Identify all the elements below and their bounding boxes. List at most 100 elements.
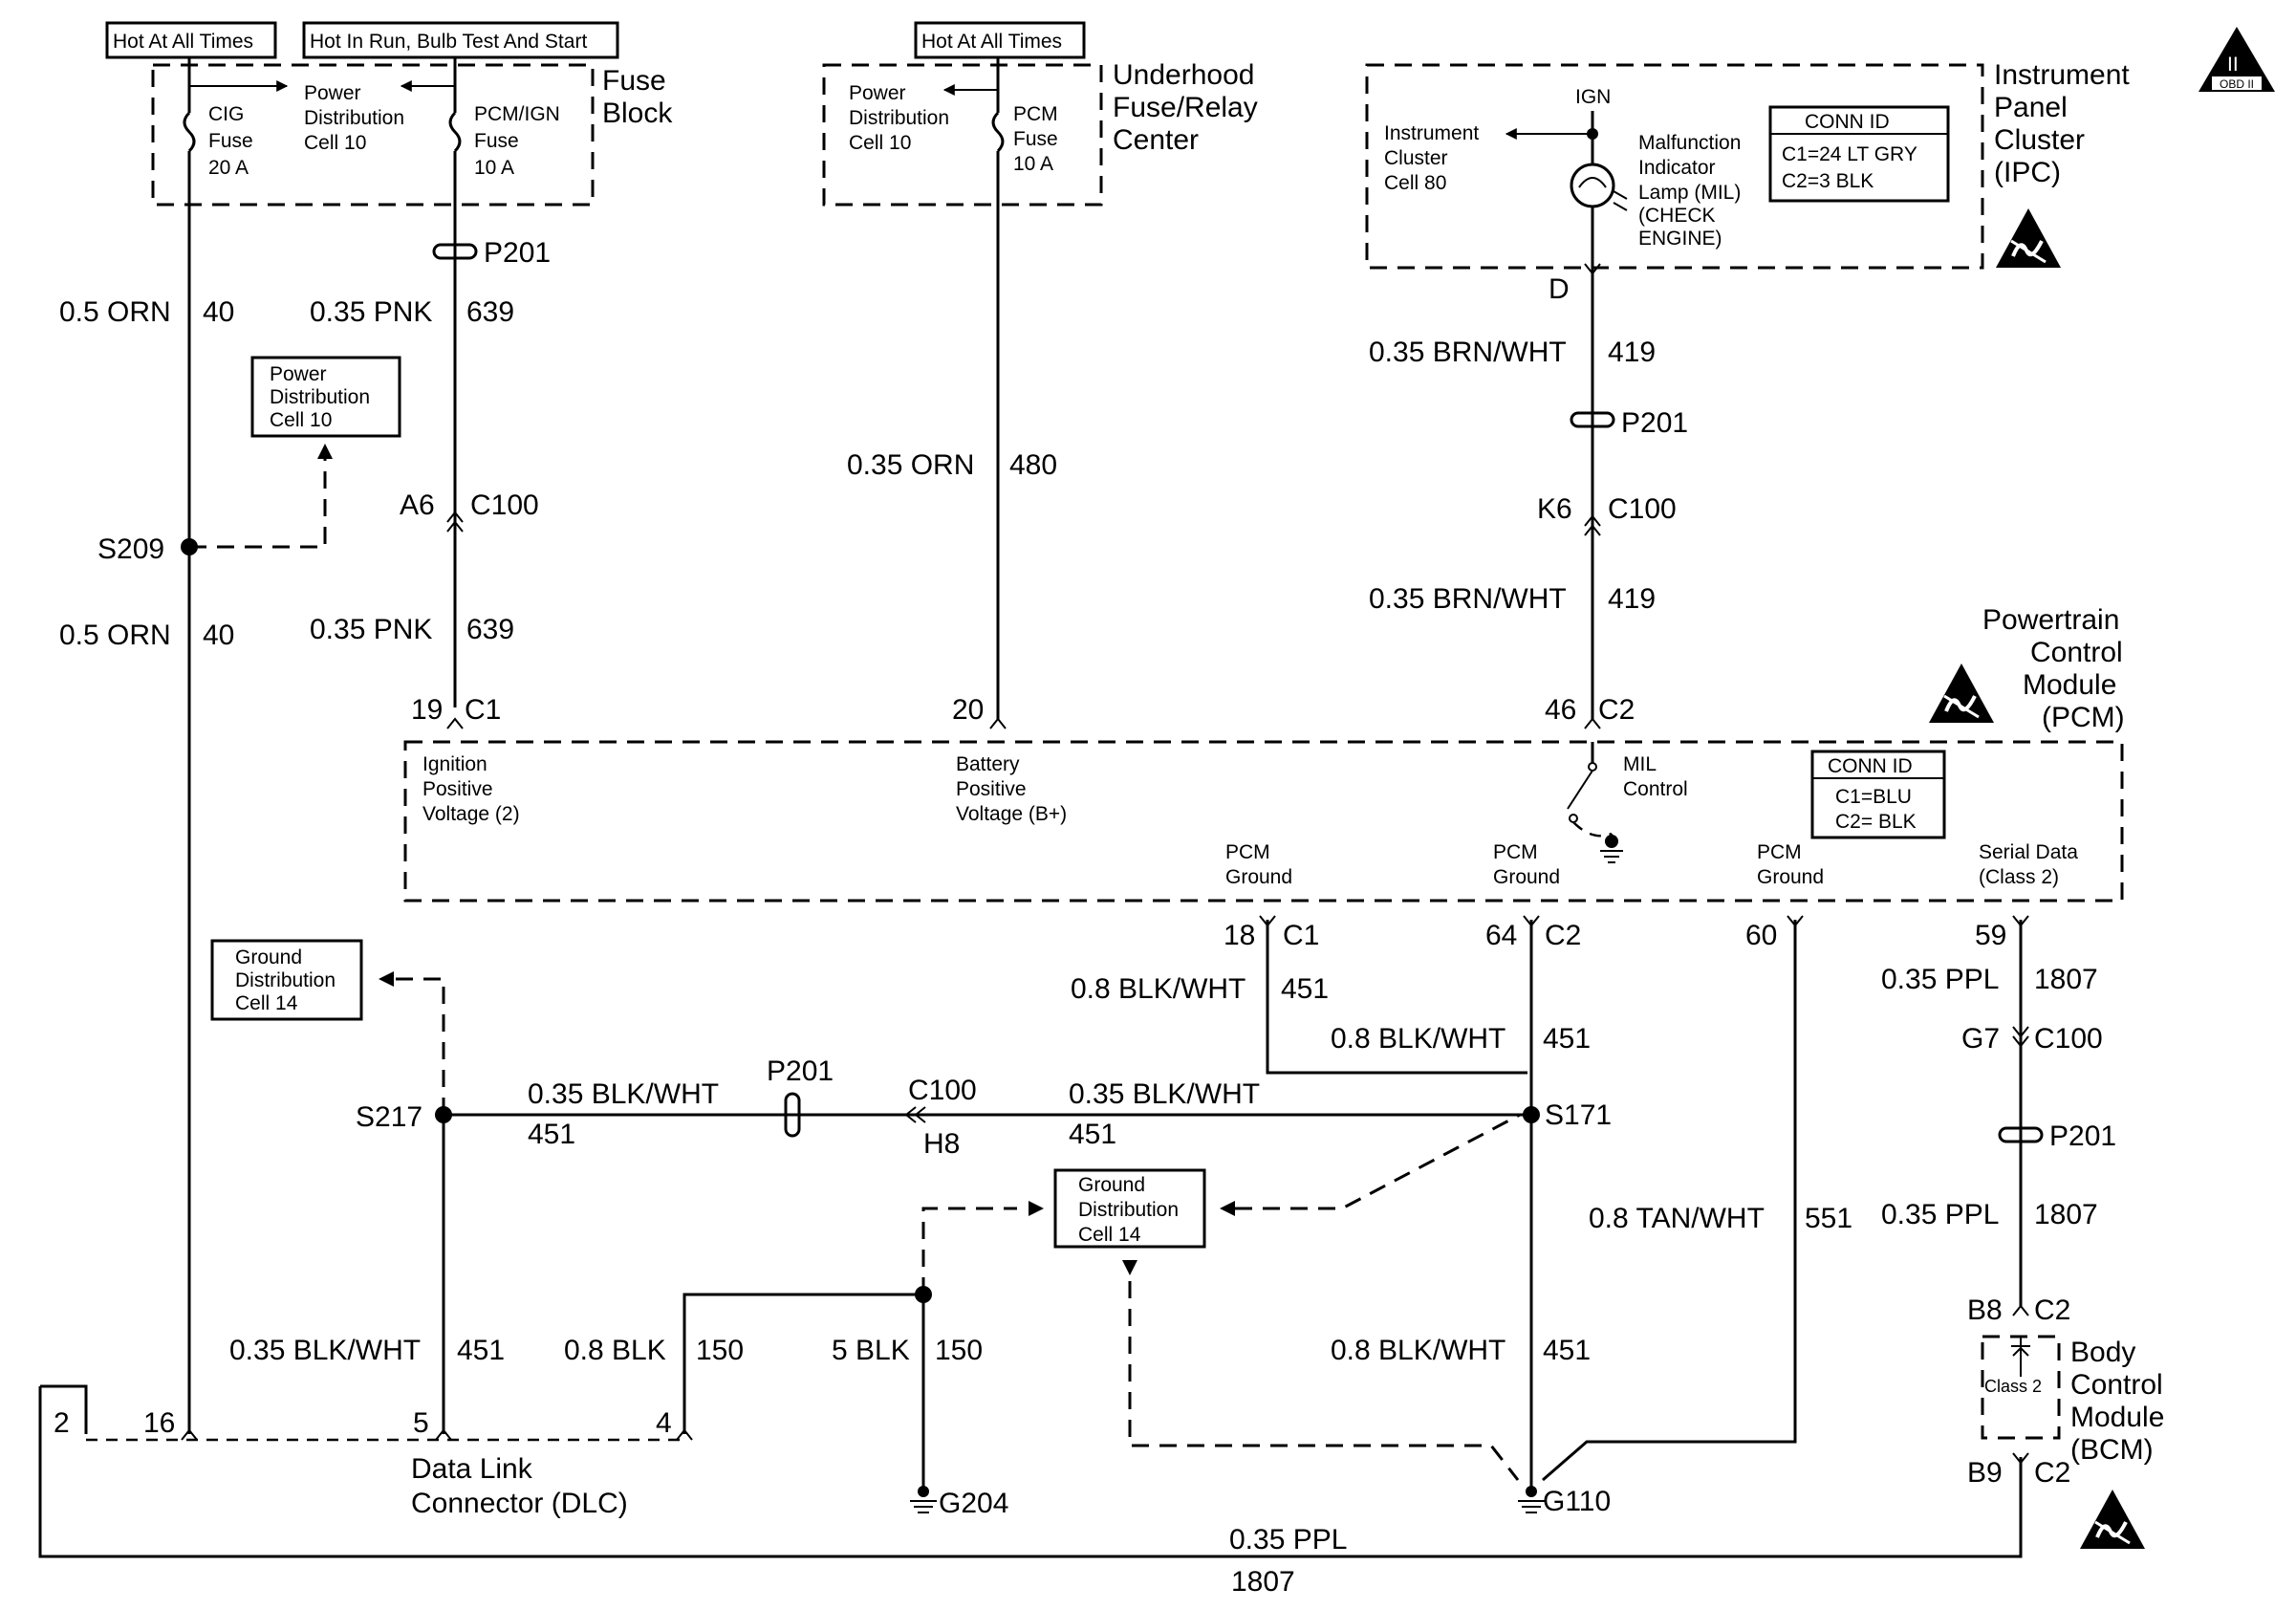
svg-text:Power: Power — [304, 82, 361, 104]
svg-text:CIG: CIG — [208, 103, 244, 125]
svg-text:Control: Control — [2070, 1369, 2163, 1401]
svg-text:20 A: 20 A — [208, 157, 249, 179]
svg-text:Ground: Ground — [235, 946, 302, 968]
svg-text:C100: C100 — [908, 1075, 977, 1106]
svg-text:Instrument: Instrument — [1384, 122, 1479, 144]
svg-text:(CHECK: (CHECK — [1638, 205, 1716, 227]
svg-text:S217: S217 — [356, 1101, 422, 1133]
svg-text:0.5 ORN: 0.5 ORN — [59, 296, 171, 328]
svg-text:C2=3 BLK: C2=3 BLK — [1782, 170, 1874, 192]
header-hot-all-times-2: Hot At All Times — [914, 21, 1086, 59]
svg-text:451: 451 — [1281, 973, 1329, 1005]
svg-text:16: 16 — [143, 1407, 175, 1439]
svg-text:0.35 BLK/WHT: 0.35 BLK/WHT — [229, 1335, 421, 1366]
svg-text:C100: C100 — [470, 490, 539, 521]
svg-text:451: 451 — [1543, 1023, 1591, 1055]
ground-g110-icon — [1518, 1486, 1545, 1513]
mil-control-switch-icon — [1567, 742, 1623, 863]
ground-distribution-box-2: Ground Distribution Cell 14 — [1053, 1113, 1521, 1481]
svg-text:Cell 10: Cell 10 — [270, 409, 332, 431]
svg-text:CONN ID: CONN ID — [1805, 111, 1890, 133]
svg-text:Hot At All Times: Hot At All Times — [113, 31, 253, 53]
svg-text:ENGINE): ENGINE) — [1638, 228, 1722, 250]
svg-text:Data Link: Data Link — [411, 1453, 533, 1485]
svg-text:Class 2: Class 2 — [1984, 1377, 2042, 1396]
svg-text:10 A: 10 A — [474, 157, 514, 179]
svg-text:Module: Module — [2070, 1402, 2164, 1433]
svg-text:A6: A6 — [400, 490, 435, 521]
svg-text:Distribution: Distribution — [1078, 1199, 1179, 1221]
svg-text:Fuse/Relay: Fuse/Relay — [1113, 92, 1258, 123]
svg-text:Voltage (B+): Voltage (B+) — [956, 803, 1067, 825]
cig-fuse-icon — [183, 111, 196, 153]
svg-text:0.35 PNK: 0.35 PNK — [310, 614, 432, 645]
svg-text:0.35 BLK/WHT: 0.35 BLK/WHT — [528, 1078, 719, 1110]
svg-text:Malfunction: Malfunction — [1638, 132, 1741, 154]
svg-text:40: 40 — [203, 620, 234, 651]
svg-text:PCM: PCM — [1013, 103, 1058, 125]
svg-text:451: 451 — [457, 1335, 505, 1366]
svg-text:46: 46 — [1545, 694, 1576, 726]
svg-text:40: 40 — [203, 296, 234, 328]
svg-text:Ground: Ground — [1078, 1174, 1145, 1196]
svg-text:Serial Data: Serial Data — [1979, 841, 2078, 863]
svg-text:Cell 10: Cell 10 — [304, 132, 366, 154]
svg-text:0.8 BLK/WHT: 0.8 BLK/WHT — [1331, 1335, 1505, 1366]
svg-text:0.35 BRN/WHT: 0.35 BRN/WHT — [1369, 583, 1567, 615]
ground-distribution-box-1: Ground Distribution Cell 14 — [210, 939, 363, 1021]
underhood-fuse-relay-center: Underhood Fuse/Relay Center Power Distri… — [822, 57, 1258, 207]
header-hot-all-times-1: Hot At All Times — [105, 21, 277, 59]
svg-text:Voltage (2): Voltage (2) — [422, 803, 520, 825]
svg-text:P201: P201 — [1621, 407, 1688, 439]
svg-text:Ground: Ground — [1493, 866, 1560, 888]
svg-text:0.8 TAN/WHT: 0.8 TAN/WHT — [1589, 1203, 1765, 1234]
svg-text:0.35 BRN/WHT: 0.35 BRN/WHT — [1369, 337, 1567, 368]
connector-c100-icon — [446, 511, 464, 533]
svg-text:Cell 14: Cell 14 — [1078, 1224, 1141, 1246]
svg-text:150: 150 — [935, 1335, 983, 1366]
circuit-419: D 0.35 BRN/WHT 419 P201 K6 C100 0.35 BRN… — [1369, 263, 1688, 729]
svg-text:S171: S171 — [1545, 1099, 1612, 1131]
svg-text:Cell 14: Cell 14 — [235, 992, 298, 1014]
svg-text:C2: C2 — [2034, 1295, 2070, 1326]
svg-text:P201: P201 — [484, 237, 551, 269]
svg-text:0.35 PPL: 0.35 PPL — [1881, 964, 1999, 995]
svg-text:1807: 1807 — [2034, 964, 2098, 995]
svg-text:Cluster: Cluster — [1384, 147, 1448, 169]
circuit-150: 0.8 BLK 150 5 BLK 150 G204 — [564, 1201, 1044, 1519]
svg-text:Fuse: Fuse — [602, 65, 666, 97]
ipc-conn-id-box: CONN ID C1=24 LT GRY C2=3 BLK — [1768, 105, 1950, 203]
svg-text:639: 639 — [466, 614, 514, 645]
svg-text:(Class 2): (Class 2) — [1979, 866, 2059, 888]
svg-text:2: 2 — [54, 1407, 70, 1439]
circuit-639: P201 0.35 PNK 639 A6 C100 0.35 PNK 639 1… — [310, 205, 551, 729]
svg-text:59: 59 — [1975, 920, 2006, 951]
svg-text:1807: 1807 — [1231, 1566, 1295, 1598]
svg-text:0.35 PPL: 0.35 PPL — [1881, 1199, 1999, 1230]
circuit-1807: 59 0.35 PPL 1807 G7 C100 P201 0.35 PPL 1… — [38, 915, 2164, 1598]
svg-text:Underhood: Underhood — [1113, 59, 1254, 91]
svg-text:Ground: Ground — [1757, 866, 1824, 888]
svg-text:5 BLK: 5 BLK — [832, 1335, 910, 1366]
svg-text:C1: C1 — [465, 694, 501, 726]
svg-text:Fuse: Fuse — [1013, 128, 1058, 150]
svg-text:Cluster: Cluster — [1994, 124, 2085, 156]
circuit-480: 0.35 ORN 480 20 — [847, 205, 1057, 729]
svg-text:18: 18 — [1224, 920, 1255, 951]
svg-text:Battery: Battery — [956, 753, 1020, 775]
svg-text:OBD II: OBD II — [2220, 77, 2254, 91]
svg-text:0.35 BLK/WHT: 0.35 BLK/WHT — [1069, 1078, 1260, 1110]
ground-g204-icon — [910, 1486, 937, 1513]
svg-text:C100: C100 — [2034, 1023, 2103, 1055]
svg-text:4: 4 — [656, 1407, 672, 1439]
svg-text:Cell 10: Cell 10 — [849, 132, 911, 154]
esd-warning-icon — [1994, 207, 2063, 270]
svg-text:C2: C2 — [2034, 1457, 2070, 1489]
svg-text:Powertrain: Powertrain — [1982, 604, 2119, 636]
esd-warning-icon — [2078, 1488, 2147, 1551]
svg-text:C1=BLU: C1=BLU — [1835, 786, 1912, 808]
svg-text:150: 150 — [696, 1335, 744, 1366]
svg-text:551: 551 — [1805, 1203, 1852, 1234]
svg-text:Power: Power — [849, 82, 906, 104]
